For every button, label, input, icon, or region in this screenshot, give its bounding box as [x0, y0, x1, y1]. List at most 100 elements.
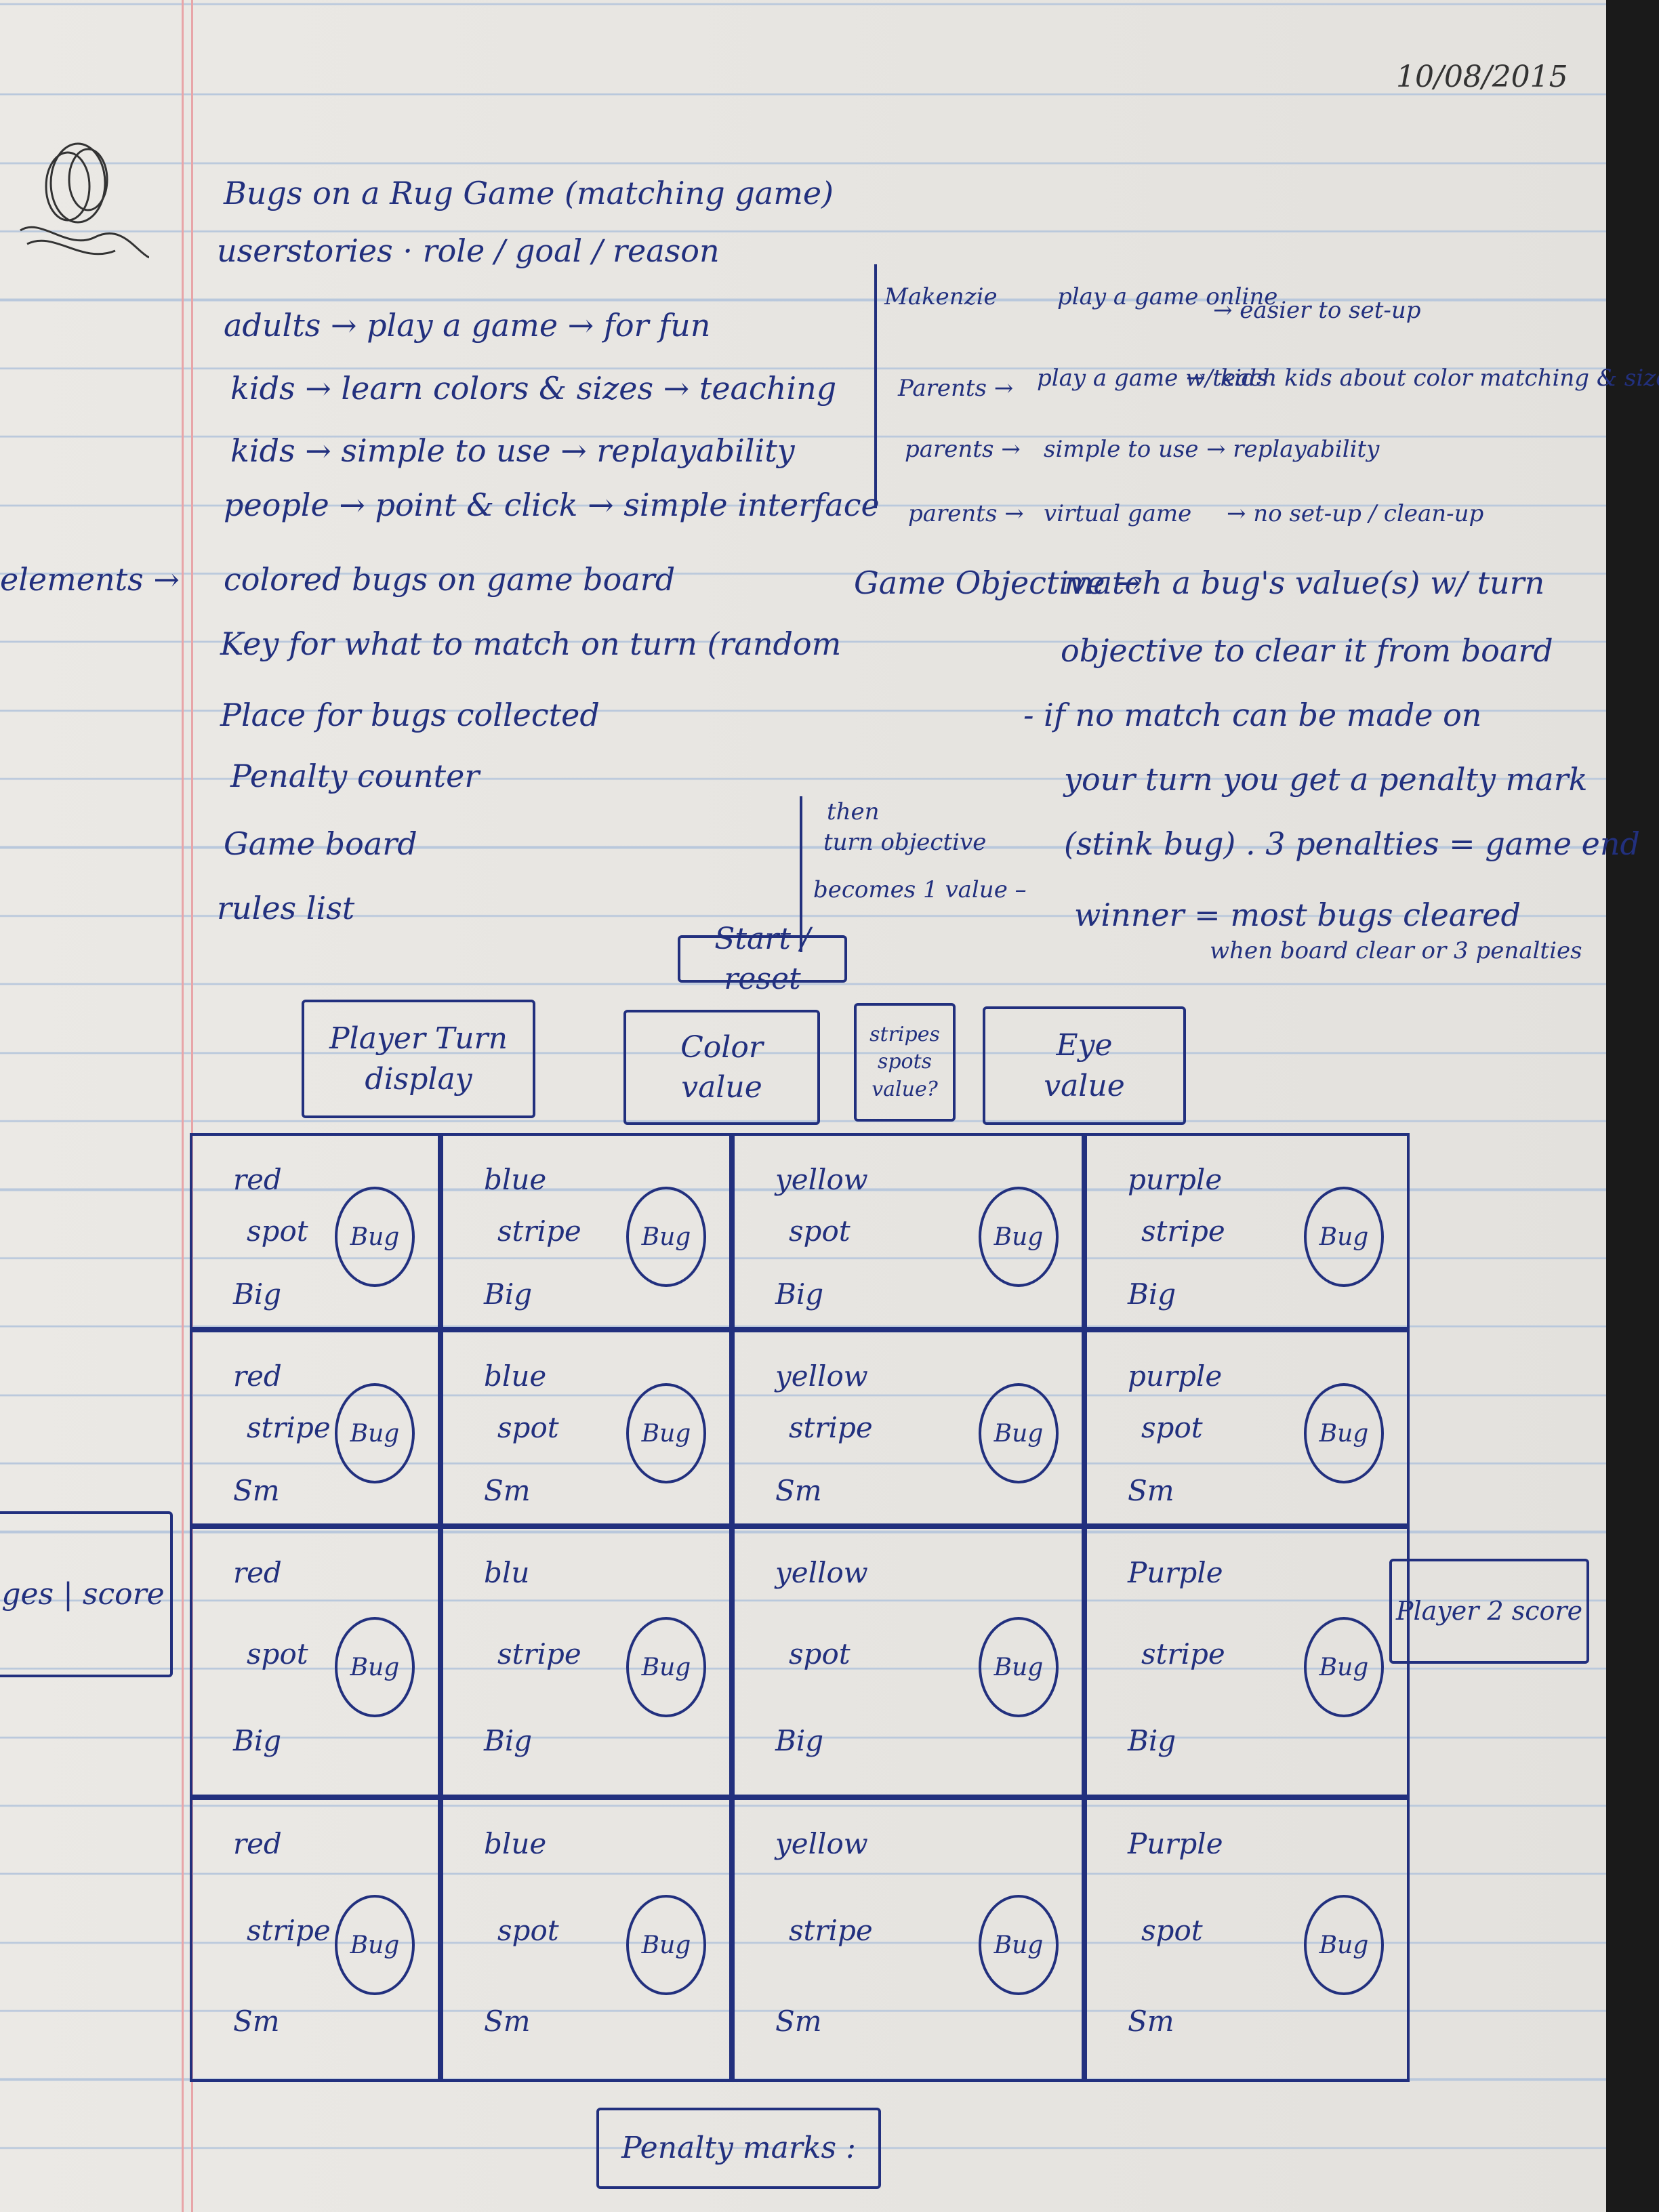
bug-pattern-label: spot: [789, 1637, 851, 1671]
bug-icon[interactable]: Bug: [335, 1187, 415, 1287]
bug-color-label: blue: [484, 1359, 547, 1393]
margin-line-left: [182, 0, 184, 2212]
doodle-icon: [20, 142, 149, 259]
objective-line-2: objective to clear it from board: [1061, 632, 1553, 669]
then-note-3: becomes 1 value –: [813, 876, 1027, 903]
bug-color-label: purple: [1128, 1163, 1223, 1196]
bug-color-label: blue: [484, 1163, 547, 1196]
right-story-4-reason: → no set-up / clean-up: [1227, 500, 1484, 527]
bug-color-label: Purple: [1128, 1827, 1223, 1860]
bug-icon[interactable]: Bug: [1304, 1895, 1384, 1995]
bug-icon[interactable]: Bug: [1304, 1187, 1384, 1287]
bug-color-label: yellow: [775, 1827, 868, 1860]
right-story-1-reason: → easier to set-up: [1213, 297, 1421, 324]
bug-icon[interactable]: Bug: [626, 1617, 706, 1717]
right-story-1-role: Makenzie: [884, 283, 998, 310]
bug-size-label: Big: [775, 1277, 824, 1311]
player-turn-display: Player Turn display: [302, 1000, 535, 1118]
objective-line-5: (stink bug) . 3 penalties = game end: [1064, 825, 1640, 862]
objective-label: Game Objective →: [854, 565, 1141, 601]
left-story-4: people → point & click → simple interfac…: [224, 487, 880, 523]
bug-icon[interactable]: Bug: [335, 1383, 415, 1483]
bug-pattern-label: stripe: [789, 1411, 873, 1444]
bug-color-label: red: [233, 1827, 282, 1860]
user-stories-heading: userstories · role / goal / reason: [217, 232, 720, 269]
bug-icon[interactable]: Bug: [335, 1617, 415, 1717]
element-1: colored bugs on game board: [224, 561, 676, 598]
bug-icon[interactable]: Bug: [626, 1187, 706, 1287]
bug-size-label: Sm: [484, 2005, 531, 2038]
bug-icon[interactable]: Bug: [979, 1617, 1059, 1717]
then-note-bracket: [800, 796, 802, 952]
color-value-box: Color value: [623, 1010, 820, 1125]
then-note-2: turn objective: [823, 829, 987, 856]
start-reset-button[interactable]: Start / reset: [678, 922, 847, 996]
bug-size-label: Sm: [775, 2005, 822, 2038]
bug-size-label: Big: [233, 1277, 282, 1311]
right-story-4-goal: virtual game: [1044, 500, 1192, 527]
bug-color-label: blue: [484, 1827, 547, 1860]
player-1-score-box: ges | score: [0, 1511, 173, 1677]
bug-color-label: purple: [1128, 1359, 1223, 1393]
bug-icon[interactable]: Bug: [1304, 1383, 1384, 1483]
bug-icon[interactable]: Bug: [979, 1895, 1059, 1995]
bug-icon[interactable]: Bug: [979, 1383, 1059, 1483]
bug-pattern-label: spot: [1141, 1914, 1203, 1947]
element-6: rules list: [217, 890, 355, 926]
eye-value-box: Eye value: [983, 1006, 1186, 1125]
bug-icon[interactable]: Bug: [626, 1383, 706, 1483]
bug-pattern-label: spot: [247, 1637, 308, 1671]
page-title: Bugs on a Rug Game (matching game): [224, 175, 834, 211]
bug-pattern-label: stripe: [789, 1914, 873, 1947]
bug-color-label: red: [233, 1359, 282, 1393]
right-story-3-goal: simple to use: [1044, 436, 1199, 463]
bug-pattern-label: spot: [497, 1411, 559, 1444]
bug-color-label: yellow: [775, 1163, 868, 1196]
bug-icon[interactable]: Bug: [335, 1895, 415, 1995]
right-story-2-goal: play a game w/ kids: [1037, 365, 1269, 392]
right-story-4-role: parents →: [908, 500, 1024, 527]
bug-size-label: Sm: [775, 1474, 822, 1507]
objective-line-7: when board clear or 3 penalties: [1210, 937, 1582, 964]
bug-icon[interactable]: Bug: [979, 1187, 1059, 1287]
bug-pattern-label: stripe: [497, 1214, 581, 1248]
bug-size-label: Big: [1128, 1724, 1176, 1757]
penalty-marks-box: Penalty marks :: [596, 2108, 881, 2189]
pattern-value-box: stripes spots value?: [854, 1003, 956, 1122]
bug-pattern-label: spot: [247, 1214, 308, 1248]
bug-pattern-label: spot: [1141, 1411, 1203, 1444]
bug-icon[interactable]: Bug: [626, 1895, 706, 1995]
player-2-score-box: Player 2 score: [1389, 1559, 1589, 1664]
objective-line-4: your turn you get a penalty mark: [1064, 761, 1588, 798]
bug-size-label: Sm: [484, 1474, 531, 1507]
bug-pattern-label: stripe: [247, 1914, 331, 1947]
bug-pattern-label: stripe: [247, 1411, 331, 1444]
bug-pattern-label: stripe: [1141, 1637, 1225, 1671]
objective-line-1: match a bug's value(s) w/ turn: [1064, 565, 1545, 601]
bug-size-label: Big: [233, 1724, 282, 1757]
margin-line-right: [191, 0, 193, 2212]
bug-color-label: red: [233, 1163, 282, 1196]
bug-size-label: Sm: [233, 2005, 280, 2038]
bug-icon[interactable]: Bug: [1304, 1617, 1384, 1717]
date-text: 10/08/2015: [1396, 60, 1568, 94]
element-4: Penalty counter: [230, 758, 480, 794]
bug-pattern-label: stripe: [497, 1637, 581, 1671]
